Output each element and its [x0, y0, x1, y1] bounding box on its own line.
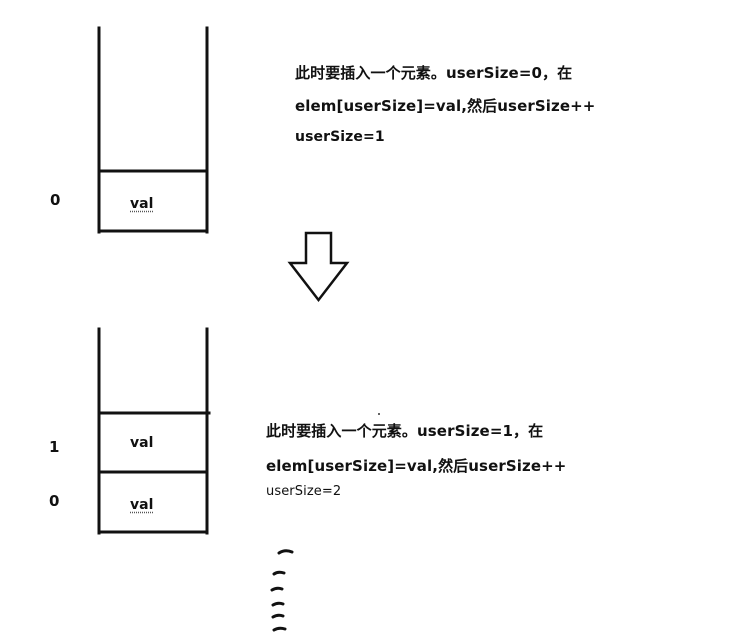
- stray-dot: [378, 413, 380, 415]
- stack-1: [97, 26, 209, 234]
- stack-1-cell-0-value: val: [130, 196, 154, 212]
- stack-2: [97, 327, 211, 535]
- note-2-line-2: elem[userSize]=val,然后userSize++: [266, 457, 567, 475]
- stack-2-cell-1-value: val: [130, 435, 154, 451]
- note-1-line-1: 此时要插入一个元素。userSize=0，在: [295, 64, 573, 82]
- stack-2-cell-0-value: val: [130, 497, 154, 513]
- note-2-line-1: 此时要插入一个元素。userSize=1，在: [266, 422, 544, 440]
- continuation-dashes-icon: [270, 549, 294, 632]
- down-arrow-icon: [287, 231, 350, 303]
- note-1-line-3: userSize=1: [295, 129, 385, 145]
- note-1-line-2: elem[userSize]=val,然后userSize++: [295, 97, 596, 115]
- stack-2-index-1: 1: [49, 438, 60, 456]
- stack-1-index-0: 0: [50, 191, 61, 209]
- note-2-line-3: userSize=2: [266, 484, 342, 499]
- stack-2-index-0: 0: [49, 492, 60, 510]
